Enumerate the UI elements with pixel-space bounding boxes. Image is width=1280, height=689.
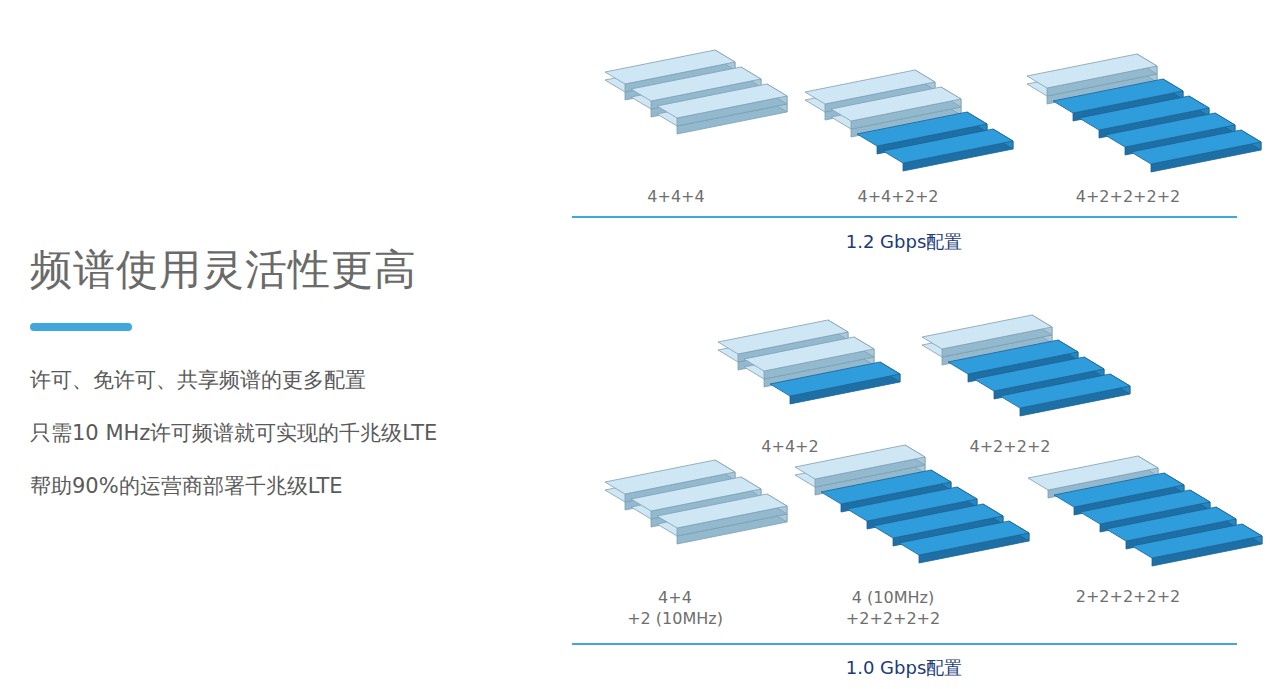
config-label: 4+4 +2 (10MHz) xyxy=(627,588,723,630)
config-label: 4+4+2+2 xyxy=(858,187,939,208)
config-label: 4 (10MHz) +2+2+2+2 xyxy=(846,588,940,630)
config-label: 4+4+4 xyxy=(647,187,704,208)
carrier-slab xyxy=(657,84,787,118)
carrier-slab xyxy=(831,87,961,121)
bullet-text: 帮助90%的运营商部署千兆级LTE xyxy=(30,472,343,500)
group-rule xyxy=(572,216,1237,218)
config-label: 2+2+2+2+2 xyxy=(1076,587,1181,608)
group-caption: 1.0 Gbps配置 xyxy=(846,656,963,680)
carrier-slab xyxy=(744,337,874,371)
carrier-slab xyxy=(899,521,1029,555)
carrier-slab xyxy=(1132,524,1262,558)
carrier-slab xyxy=(922,315,1052,349)
carrier-slab xyxy=(1000,374,1130,408)
carrier-slab xyxy=(883,129,1013,163)
bullet-text: 许可、免许可、共享频谱的更多配置 xyxy=(30,366,366,394)
accent-bar xyxy=(30,323,132,331)
carrier-slab xyxy=(1131,130,1261,164)
bullet-text: 只需10 MHz许可频谱就可实现的千兆级LTE xyxy=(30,419,437,447)
group-caption: 1.2 Gbps配置 xyxy=(846,230,963,254)
group-rule xyxy=(572,643,1237,645)
slide-title: 频谱使用灵活性更高 xyxy=(30,242,417,298)
carrier-slab xyxy=(657,494,787,528)
config-label: 4+2+2+2+2 xyxy=(1076,187,1181,208)
carrier-slab xyxy=(770,362,900,396)
config-label: 4+2+2+2 xyxy=(970,437,1051,458)
config-label: 4+4+2 xyxy=(761,437,818,458)
carrier-slab xyxy=(1027,54,1157,88)
